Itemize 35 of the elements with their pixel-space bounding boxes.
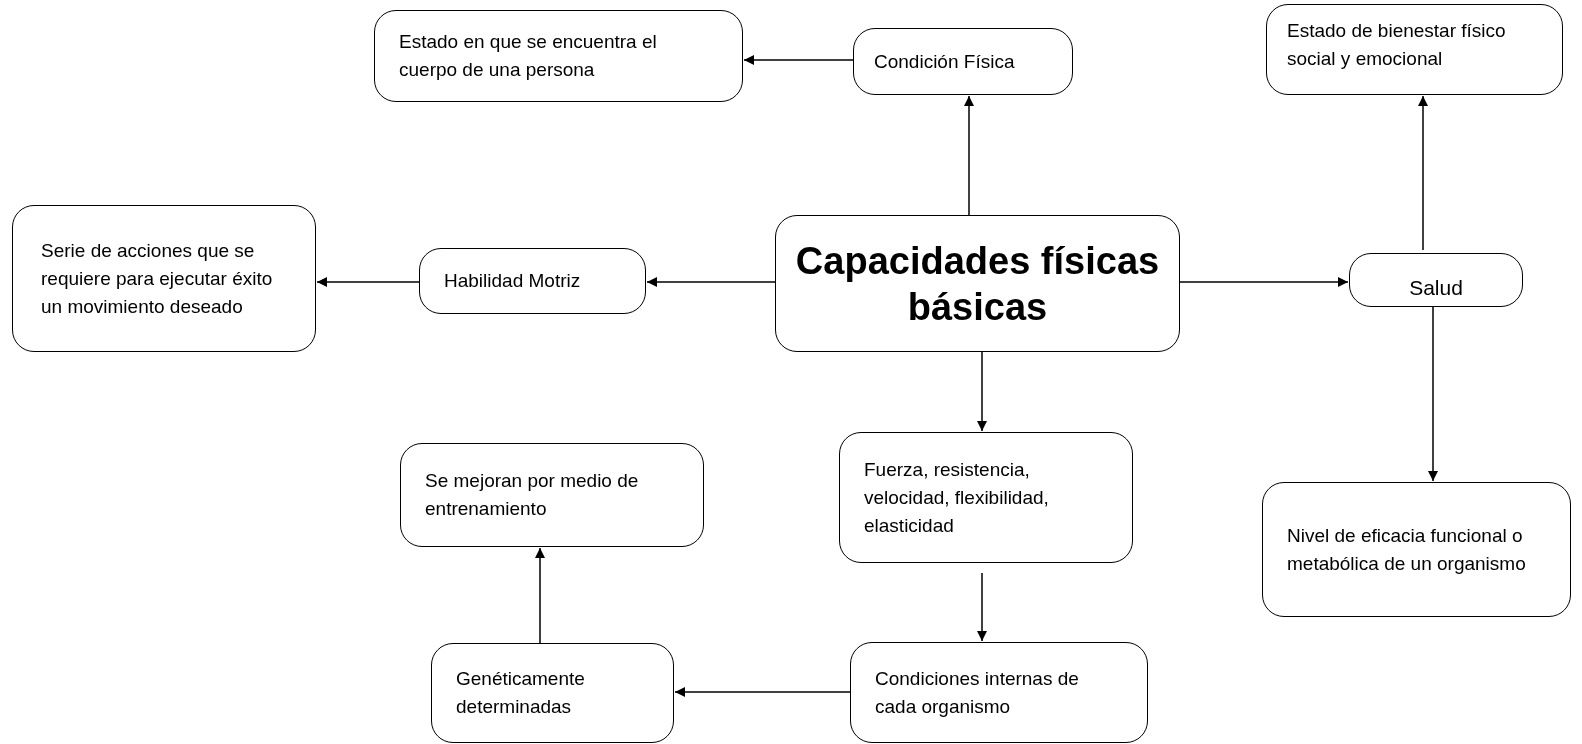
concept-text: Estado en que se encuentra el cuerpo de una persona — [399, 30, 658, 82]
arrow — [977, 572, 987, 642]
concept-box — [12, 205, 316, 352]
concept-text: Salud — [1409, 275, 1463, 301]
concept-box — [400, 443, 704, 547]
arrow — [535, 547, 545, 644]
concept-text: Condiciones internas de cada organismo — [875, 666, 1080, 719]
arrow — [977, 351, 987, 432]
concept-box — [853, 28, 1073, 95]
arrow — [1179, 277, 1349, 287]
concept-box — [1349, 253, 1523, 307]
concept-text: Condición Física — [874, 49, 1016, 74]
concept-text: Serie de acciones que se requiere para ejecutar éxito un movimiento deseado — [41, 238, 274, 319]
concept-box — [1262, 482, 1571, 617]
arrow — [316, 277, 420, 287]
concept-text: Se mejoran por medio de entrenamiento — [425, 469, 640, 521]
central-concept-box — [775, 215, 1180, 352]
concept-box — [419, 248, 646, 314]
concept-text: Genéticamente determinadas — [456, 667, 586, 719]
arrow — [1428, 306, 1438, 482]
concept-box — [850, 642, 1148, 743]
concept-box — [374, 10, 743, 102]
arrow — [964, 95, 974, 216]
concept-box — [839, 432, 1133, 563]
concept-text: Habilidad Motriz — [444, 269, 582, 293]
concept-box — [1266, 4, 1563, 95]
arrow — [1418, 95, 1428, 251]
concept-text: Fuerza, resistencia, velocidad, flexibilidad, elasticidad — [864, 457, 1050, 538]
arrow — [646, 277, 776, 287]
arrow — [743, 55, 854, 65]
concept-text: Capacidades físicas básicas — [794, 238, 1161, 330]
arrow — [674, 687, 851, 697]
concept-box — [431, 643, 674, 743]
concept-text: Nivel de eficacia funcional o metabólica de un organismo — [1287, 523, 1527, 576]
concept-text: Estado de bienestar físico social y emocional — [1287, 19, 1507, 71]
